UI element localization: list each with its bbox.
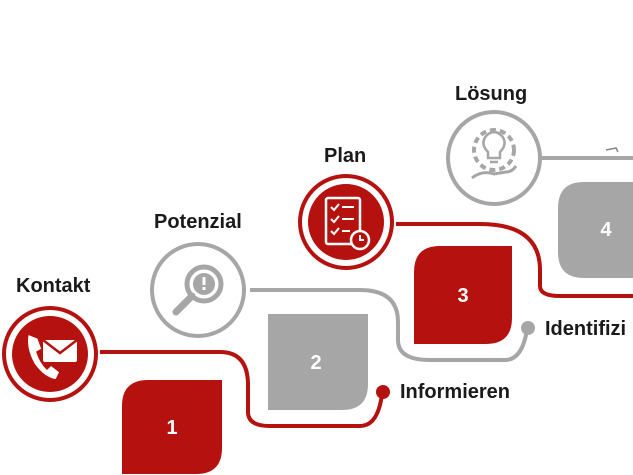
step-circle-kontakt	[2, 306, 98, 402]
tile-1	[122, 380, 222, 474]
step-circle-losung	[446, 110, 542, 206]
step-title-potenzial: Potenzial	[154, 211, 242, 233]
step-title-losung: Lösung	[455, 83, 528, 105]
connector-dot-1	[376, 385, 390, 399]
checklist-clock-icon	[324, 196, 371, 251]
tile-3	[414, 246, 512, 344]
connector-dot-2	[521, 321, 535, 335]
action-label-identifizieren: Identifizi	[545, 318, 627, 340]
connector-red-3	[396, 222, 633, 298]
phone-mail-icon	[26, 332, 78, 381]
gear-idea-hand-icon	[471, 128, 518, 180]
step-number-2: 2	[310, 352, 322, 374]
connector-red-1	[100, 350, 384, 428]
step-number-3: 3	[457, 285, 469, 307]
decorative-mark	[605, 147, 619, 153]
step-title-plan: Plan	[324, 145, 367, 167]
action-label-informieren: Informieren	[400, 381, 511, 403]
step-number-1: 1	[166, 417, 178, 439]
step-circle-potenzial	[150, 242, 246, 338]
magnifier-warning-icon	[172, 264, 224, 316]
step-number-4: 4	[600, 219, 612, 241]
tile-2	[268, 314, 368, 410]
tile-4	[558, 182, 633, 278]
connector-gray-2	[250, 288, 529, 362]
step-title-kontakt: Kontakt	[16, 275, 91, 297]
step-circle-plan	[298, 174, 394, 270]
